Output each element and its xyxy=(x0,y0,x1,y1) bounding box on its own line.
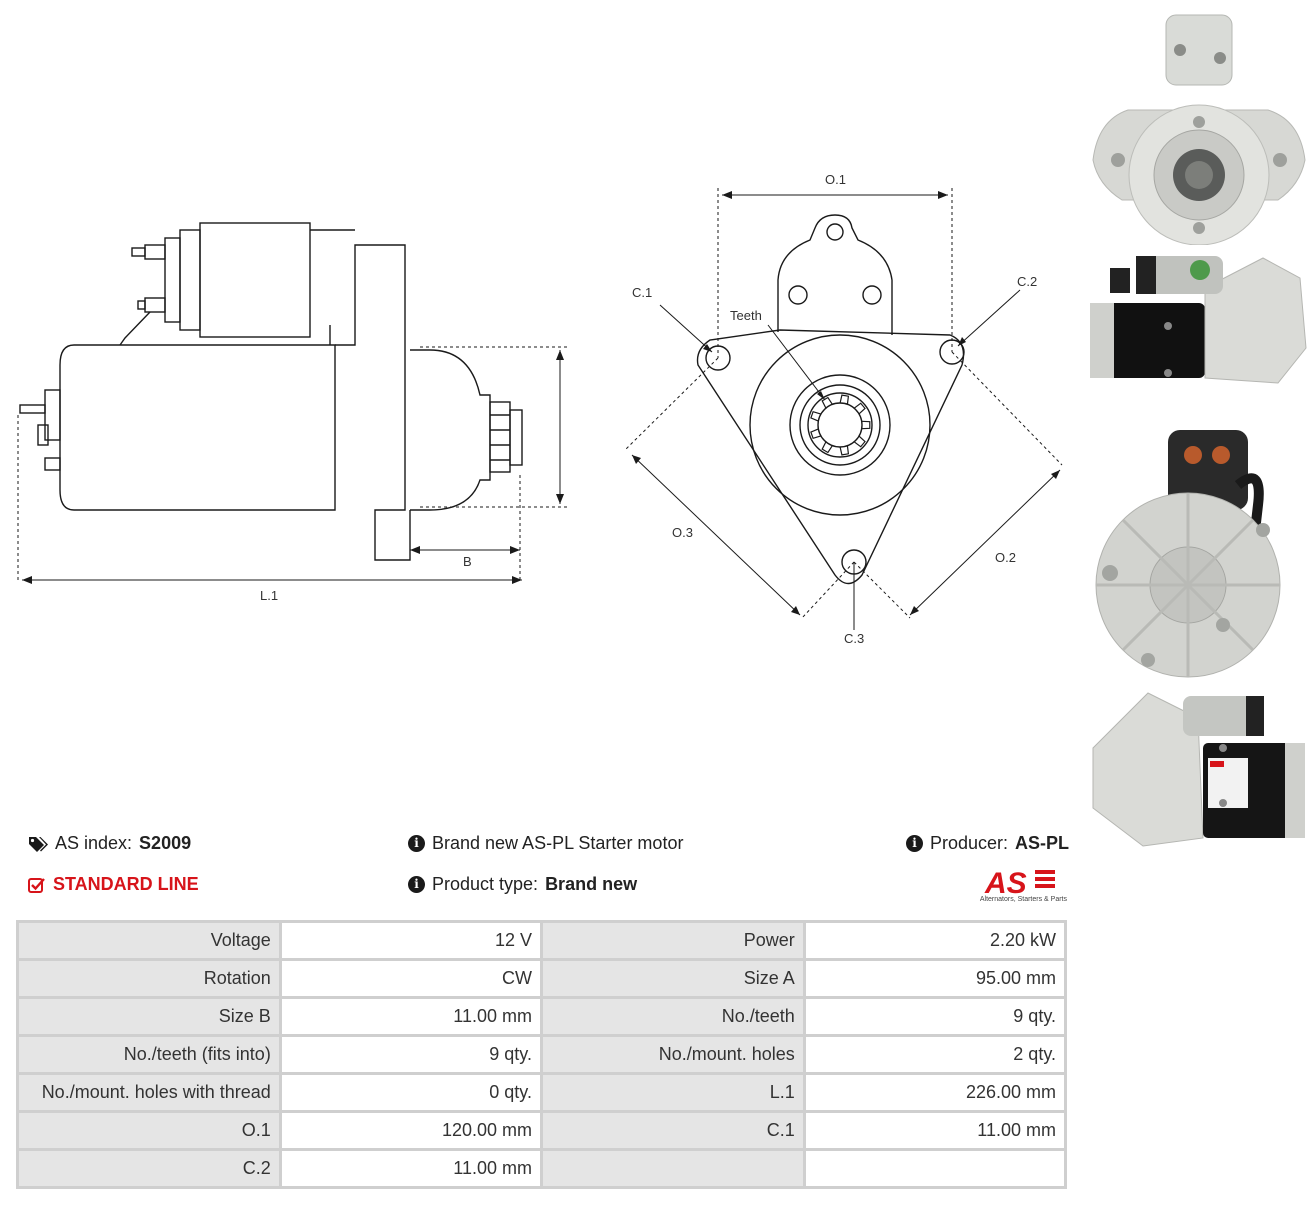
svg-text:AS: AS xyxy=(984,867,1027,896)
dimension-c3-label: C.3 xyxy=(844,631,864,646)
info-icon: i xyxy=(906,835,923,852)
spec-value: 11.00 mm xyxy=(281,1151,540,1186)
check-square-icon xyxy=(28,877,46,893)
product-type-label: Product type: xyxy=(432,874,539,894)
spec-key: C.1 xyxy=(542,1113,803,1148)
producer-row: i Producer: AS-PL xyxy=(906,833,1069,854)
product-line-row: STANDARD LINE xyxy=(28,874,199,895)
pinion-tooth xyxy=(839,394,850,405)
spec-key: No./mount. holes with thread xyxy=(19,1075,279,1110)
dimension-o3-label: O.3 xyxy=(672,525,693,540)
pinion-tooth xyxy=(821,396,833,409)
spec-value: 11.00 mm xyxy=(805,1113,1064,1148)
pinion-tooth xyxy=(810,428,822,440)
product-line-label: STANDARD LINE xyxy=(53,874,199,894)
spec-key: Power xyxy=(542,923,803,958)
product-type-row: i Product type: Brand new xyxy=(408,874,637,895)
spec-value: 0 qty. xyxy=(281,1075,540,1110)
side-solenoid-photo[interactable] xyxy=(1088,248,1310,388)
as-index-value: S2009 xyxy=(139,833,192,853)
spec-key xyxy=(542,1151,803,1186)
as-pl-logo: AS Alternators, Starters & Parts xyxy=(965,866,1067,906)
pinion-tooth xyxy=(853,435,866,448)
pinion-tooth xyxy=(839,445,850,456)
product-description: Brand new AS-PL Starter motor xyxy=(432,833,684,853)
as-index-row: AS index: S2009 xyxy=(28,833,191,854)
info-icon: i xyxy=(408,876,425,893)
spec-key: Rotation xyxy=(19,961,279,996)
as-logo-mark: AS xyxy=(984,867,1055,900)
side-view-drawing: A B L.1 xyxy=(17,222,570,603)
tags-icon xyxy=(28,836,48,852)
pinion-tooth xyxy=(810,410,822,422)
front-view-drawing: O.1 C.1 C.2 Teeth O.3 O.2 C.3 xyxy=(624,172,1063,646)
spec-value: 95.00 mm xyxy=(805,961,1064,996)
dimension-l1-label: L.1 xyxy=(260,588,278,603)
pinion-teeth xyxy=(810,394,871,456)
producer-label: Producer: xyxy=(930,833,1009,853)
spec-row: No./teeth (fits into)9 qty.No./mount. ho… xyxy=(19,1037,1064,1072)
spec-value: 2.20 kW xyxy=(805,923,1064,958)
dimension-o1-label: O.1 xyxy=(825,172,846,187)
dimension-o2-label: O.2 xyxy=(995,550,1016,565)
front-flange-photo[interactable] xyxy=(1088,10,1310,245)
spec-key: Size B xyxy=(19,999,279,1034)
dimension-c2-label: C.2 xyxy=(1017,274,1037,289)
producer-value: AS-PL xyxy=(1015,833,1070,853)
teeth-label: Teeth xyxy=(730,308,762,323)
pinion-tooth xyxy=(853,402,866,415)
spec-value: 120.00 mm xyxy=(281,1113,540,1148)
as-index-label: AS index: xyxy=(55,833,133,853)
dimension-c1-label: C.1 xyxy=(632,285,652,300)
spec-key: C.2 xyxy=(19,1151,279,1186)
spec-key: O.1 xyxy=(19,1113,279,1148)
pinion-tooth xyxy=(821,441,833,454)
rear-cover-photo[interactable] xyxy=(1088,425,1310,683)
logo-tagline: Alternators, Starters & Parts xyxy=(979,896,1067,903)
spec-value xyxy=(805,1151,1064,1186)
description-row: i Brand new AS-PL Starter motor xyxy=(408,833,683,854)
dimension-b-label: B xyxy=(463,554,472,569)
spec-key: L.1 xyxy=(542,1075,803,1110)
spec-value: 9 qty. xyxy=(281,1037,540,1072)
spec-key: No./mount. holes xyxy=(542,1037,803,1072)
side-label-photo[interactable] xyxy=(1088,688,1310,848)
spec-value: 226.00 mm xyxy=(805,1075,1064,1110)
spec-key: No./teeth (fits into) xyxy=(19,1037,279,1072)
spec-key: Size A xyxy=(542,961,803,996)
spec-value: 9 qty. xyxy=(805,999,1064,1034)
info-icon: i xyxy=(408,835,425,852)
product-type-value: Brand new xyxy=(545,874,638,894)
spec-value: CW xyxy=(281,961,540,996)
spec-value: 2 qty. xyxy=(805,1037,1064,1072)
pinion-tooth xyxy=(861,420,871,430)
spec-value: 11.00 mm xyxy=(281,999,540,1034)
spec-value: 12 V xyxy=(281,923,540,958)
spec-key: Voltage xyxy=(19,923,279,958)
spec-key: No./teeth xyxy=(542,999,803,1034)
